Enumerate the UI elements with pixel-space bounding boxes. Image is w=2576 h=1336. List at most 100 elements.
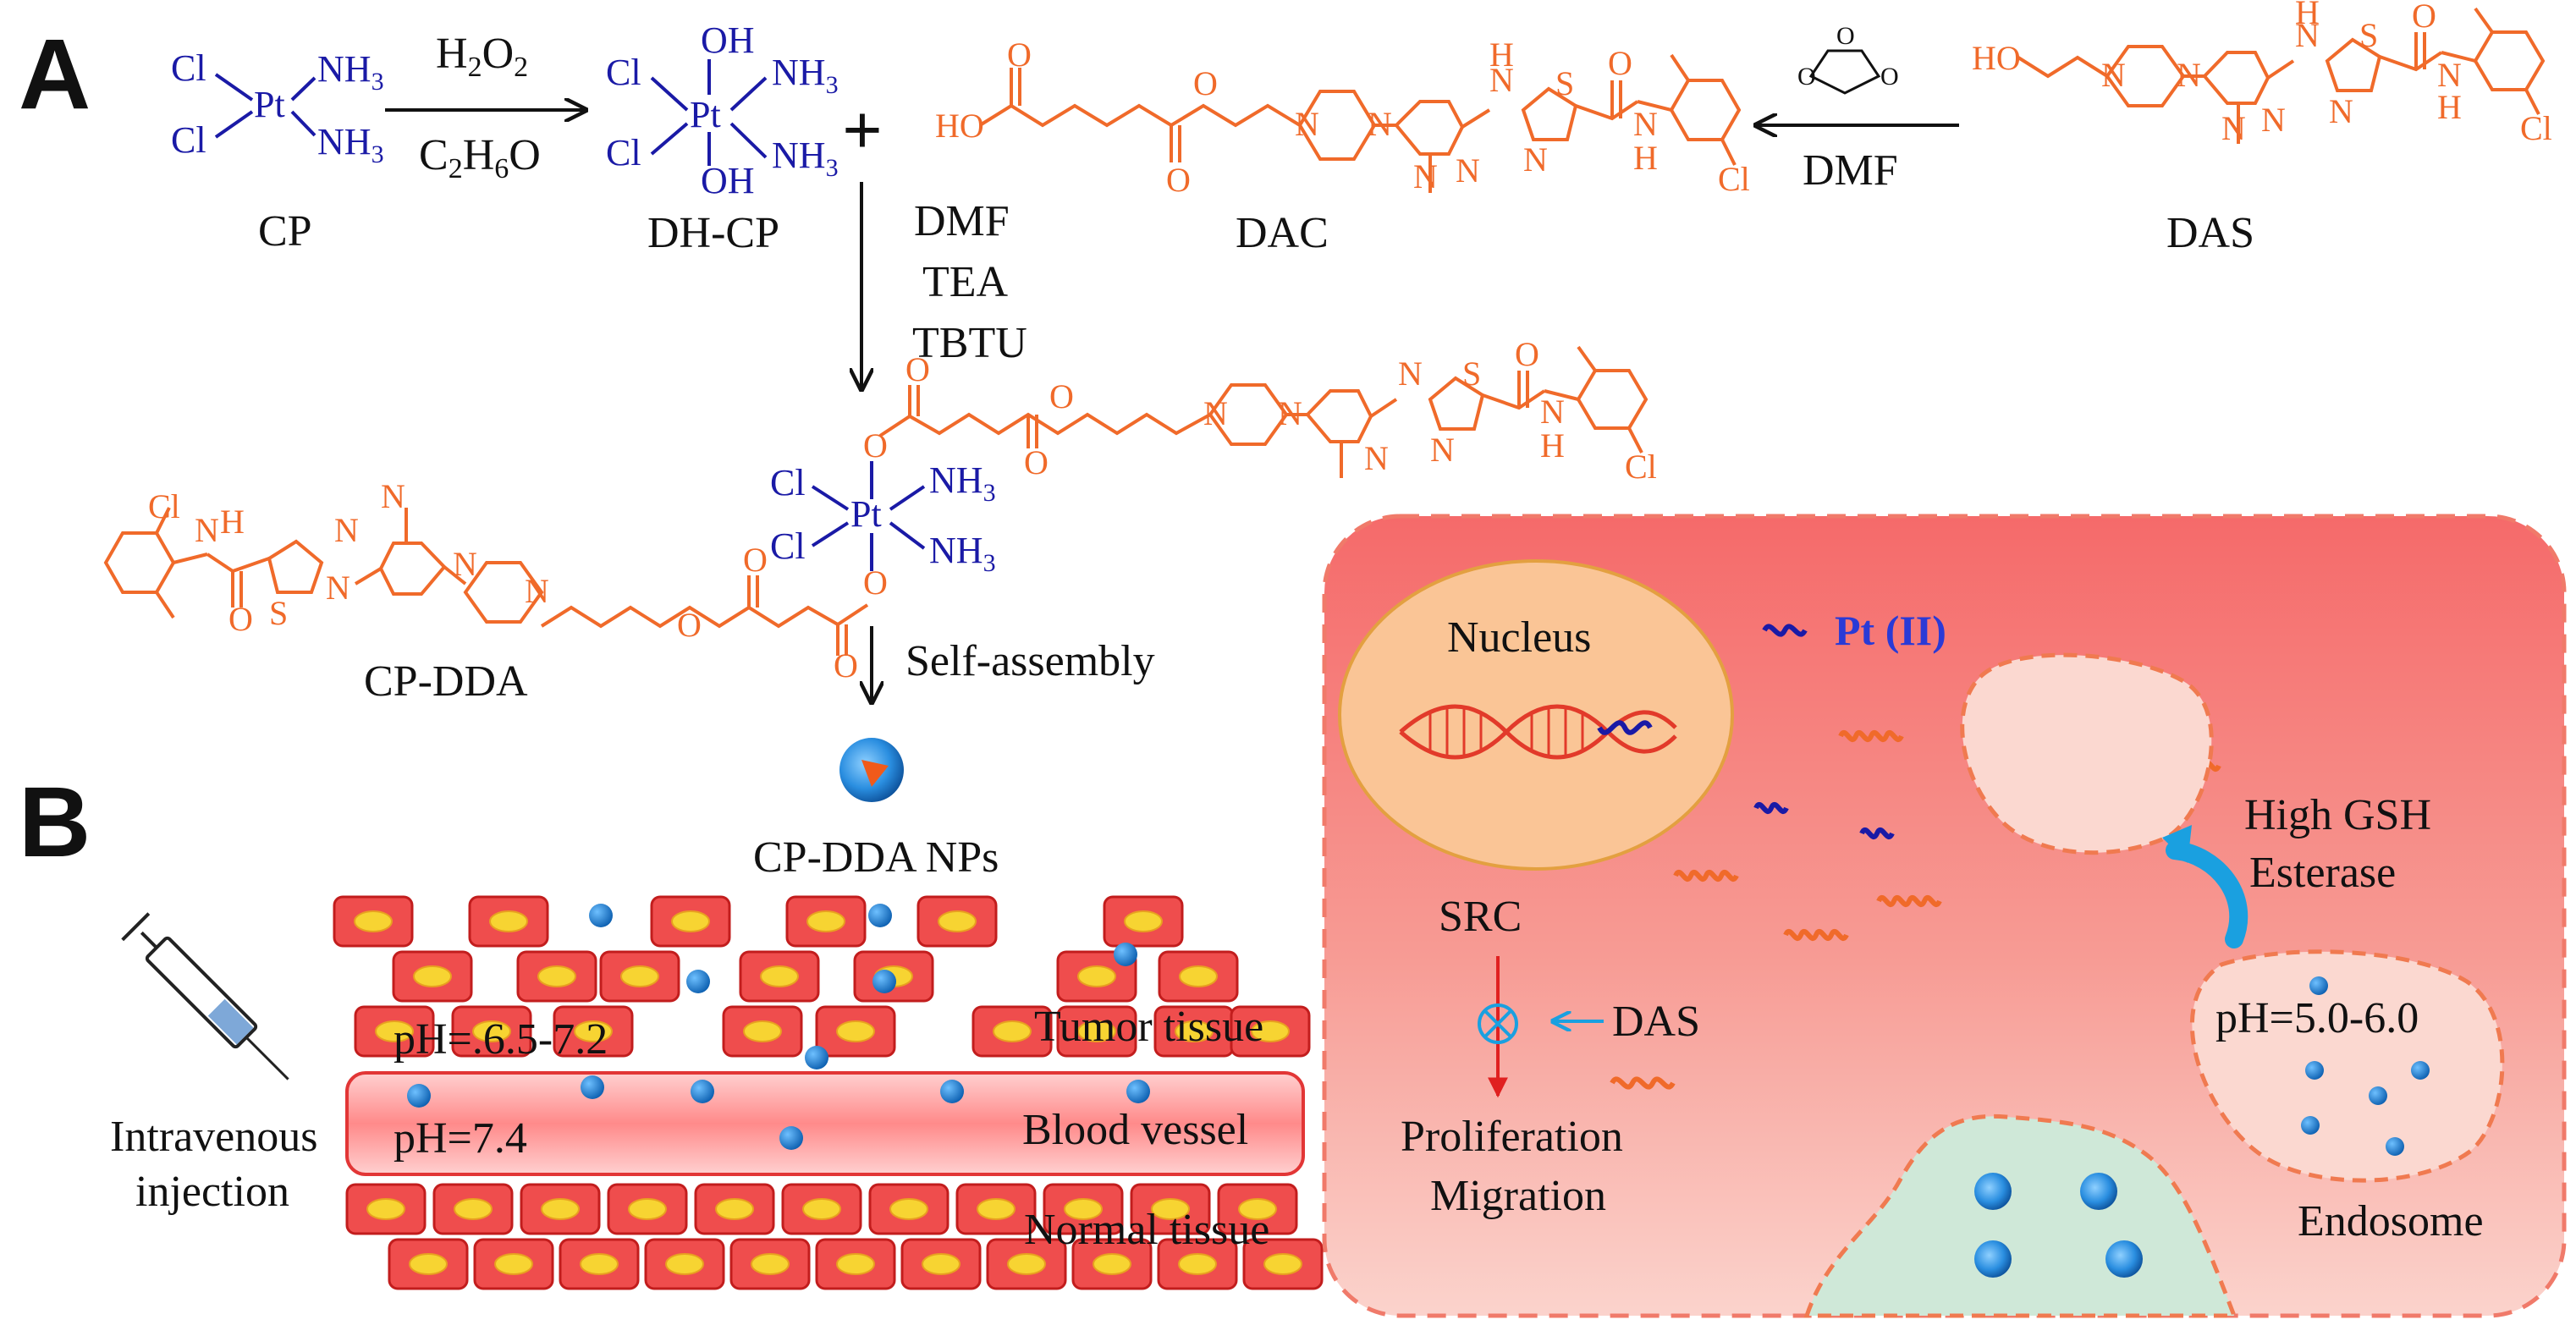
cell-nucleus <box>454 1198 493 1220</box>
nanoparticle <box>868 904 892 927</box>
cell-nucleus <box>922 1253 960 1275</box>
tissue-cell <box>392 950 473 1003</box>
syringe-icon <box>121 912 289 1080</box>
cell-nucleus <box>1077 965 1116 987</box>
atom-cl: Cl <box>606 132 641 173</box>
atom-cl: Cl <box>1718 160 1750 198</box>
cell-nucleus <box>977 1198 1016 1220</box>
nanoparticle <box>589 904 613 927</box>
tissue-cell <box>473 1238 554 1290</box>
ph-endosome-label: pH=5.0-6.0 <box>2215 994 2419 1042</box>
tissue-cell <box>1217 1183 1298 1235</box>
reagent-tea: TEA <box>922 258 1009 306</box>
nanoparticle-icon <box>839 738 904 802</box>
cpdda-structure: Cl Cl Pt NH3 NH3 O O O O O N N N N S N O… <box>103 335 1657 684</box>
atom-o: O <box>1024 443 1049 481</box>
atom-o: O <box>863 564 888 602</box>
atom-o: O <box>1007 36 1032 74</box>
atom-h: H <box>1633 139 1658 177</box>
tissue-cell <box>451 1005 532 1058</box>
cp-label: CP <box>258 207 312 256</box>
tissue-cell <box>955 1183 1037 1235</box>
cell-nucleus <box>1077 1020 1116 1042</box>
tissue-cell <box>644 1238 725 1290</box>
tissue-cell <box>553 1005 634 1058</box>
tissue-cell <box>1056 950 1137 1003</box>
esterase-label: Esterase <box>2249 849 2396 897</box>
atom-o: O <box>1049 377 1074 415</box>
atom-nh3: NH3 <box>929 459 996 507</box>
atom-n: N <box>2437 56 2462 94</box>
atom-n: N <box>1489 61 1514 99</box>
atom-cl: Cl <box>606 52 641 93</box>
nanoparticle <box>2411 1061 2430 1080</box>
atom-oh: OH <box>701 160 755 201</box>
endosome-label: Endosome <box>2298 1197 2484 1245</box>
atom-o: O <box>834 646 858 684</box>
tissue-cell <box>694 1183 775 1235</box>
tissue-cell <box>1103 895 1184 948</box>
nanoparticle <box>2301 1116 2320 1135</box>
cell-nucleus <box>1179 965 1218 987</box>
atom-o: O <box>228 600 253 638</box>
injection-label-line1: Intravenous <box>110 1113 317 1161</box>
tissue-cell <box>986 1238 1067 1290</box>
cell-nucleus <box>760 965 799 987</box>
atom-cl: Cl <box>770 525 806 567</box>
atom-o: O <box>1515 335 1539 373</box>
cell-nucleus <box>836 1253 875 1275</box>
proliferation-label: Proliferation <box>1401 1113 1623 1161</box>
atom-o: O <box>1836 22 1855 50</box>
tissue-cell <box>916 895 998 948</box>
cell-nucleus <box>1151 1198 1190 1220</box>
cell-nucleus <box>375 1020 414 1042</box>
endosome <box>2189 949 2505 1183</box>
cell-nucleus <box>413 965 452 987</box>
cell-nucleus <box>354 910 393 932</box>
das-label: DAS <box>2166 209 2254 257</box>
cell-nucleus <box>494 1253 533 1275</box>
tissue-cell <box>1130 1183 1211 1235</box>
dhcp-structure: OH OH Cl Cl Pt NH3 NH3 <box>606 19 839 201</box>
cell-nucleus <box>541 1198 580 1220</box>
cell-nucleus <box>751 1253 790 1275</box>
atom-nh3: NH3 <box>772 135 839 182</box>
das-fragment <box>1838 730 1904 742</box>
tissue-cell <box>520 1183 601 1235</box>
tissue-cell <box>333 895 414 948</box>
cell-nucleus <box>537 965 576 987</box>
cell-nucleus <box>1263 1253 1302 1275</box>
pt-ii-icon <box>1762 624 1808 637</box>
atom-n: N <box>1295 105 1319 143</box>
nanoparticle <box>686 970 710 993</box>
inhibition-icon <box>1478 1003 1518 1044</box>
injection-label-line2: injection <box>135 1168 289 1216</box>
src-label: SRC <box>1439 893 1522 941</box>
atom-o: O <box>1797 63 1816 91</box>
atom-s: S <box>269 594 288 632</box>
dna-helix-icon <box>1399 704 1677 760</box>
atom-n: N <box>195 511 219 549</box>
atom-n: N <box>2101 56 2126 94</box>
nanoparticle <box>407 1084 431 1108</box>
atom-ho: HO <box>1972 39 2021 77</box>
atom-h: H <box>2437 88 2462 126</box>
atom-o: O <box>1608 44 1632 82</box>
cell-nucleus <box>1093 1253 1131 1275</box>
nanoparticle <box>1974 1240 2012 1278</box>
atom-h: H <box>1489 36 1514 74</box>
atom-o: O <box>1193 64 1218 102</box>
atom-n: N <box>381 477 405 515</box>
tissue-cell <box>785 895 867 948</box>
tissue-cell <box>1153 1005 1235 1058</box>
atom-cl: Cl <box>770 462 806 503</box>
tissue-cell <box>1071 1238 1153 1290</box>
cell-nucleus <box>715 1198 754 1220</box>
atom-ho: HO <box>935 107 984 145</box>
nanoparticle <box>872 970 896 993</box>
cell-nucleus <box>1064 1198 1103 1220</box>
cell-nucleus <box>574 1020 613 1042</box>
tumor-tissue-label: Tumor tissue <box>1034 1003 1263 1051</box>
nanoparticle <box>691 1080 714 1103</box>
